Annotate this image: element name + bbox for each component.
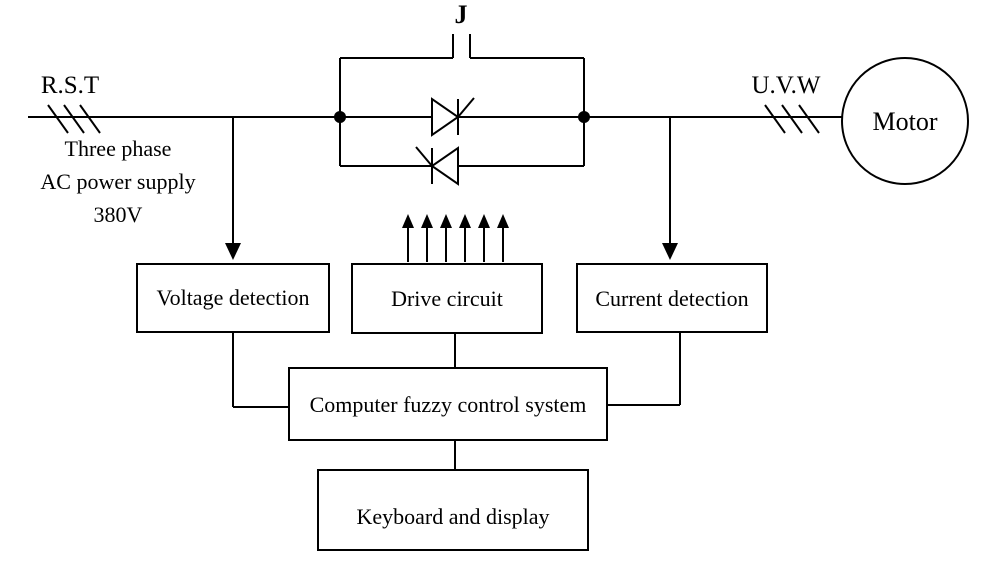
bypass-contactor: [339, 34, 585, 117]
voltage-detection-block: Voltage detection: [136, 263, 330, 333]
drive-circuit-label: Drive circuit: [391, 286, 503, 311]
bypass-contactor-label: J: [455, 0, 468, 29]
thyristor-forward: [431, 97, 475, 137]
thyristor-reverse: [415, 146, 459, 186]
output-phase-label: U.V.W: [752, 72, 821, 99]
input-phase-ticks: [47, 104, 101, 134]
gate-drive-arrows: [402, 214, 509, 262]
control-wiring: [232, 332, 681, 470]
junction-dot-left: [334, 111, 346, 123]
output-phase-ticks: [764, 104, 820, 134]
lower-branch-wire: [339, 117, 585, 167]
motor-label: Motor: [873, 107, 938, 136]
keyboard-display-label: Keyboard and display: [356, 504, 549, 529]
current-detection-label: Current detection: [595, 286, 748, 311]
current-sense-arrow: [662, 117, 678, 260]
controller-block: Computer fuzzy control system: [288, 367, 608, 441]
junction-dot-right: [578, 111, 590, 123]
input-phase-label: R.S.T: [41, 72, 99, 99]
voltage-sense-arrow: [225, 117, 241, 260]
keyboard-display-block: Keyboard and display: [317, 469, 589, 551]
input-supply-line3: 380V: [94, 202, 143, 227]
input-supply-line2: AC power supply: [40, 169, 195, 194]
current-detection-block: Current detection: [576, 263, 768, 333]
voltage-detection-label: Voltage detection: [157, 285, 310, 310]
input-supply-line1: Three phase: [65, 136, 172, 161]
motor-circle: [841, 57, 969, 185]
drive-circuit-block: Drive circuit: [351, 263, 543, 334]
controller-label: Computer fuzzy control system: [310, 392, 587, 417]
